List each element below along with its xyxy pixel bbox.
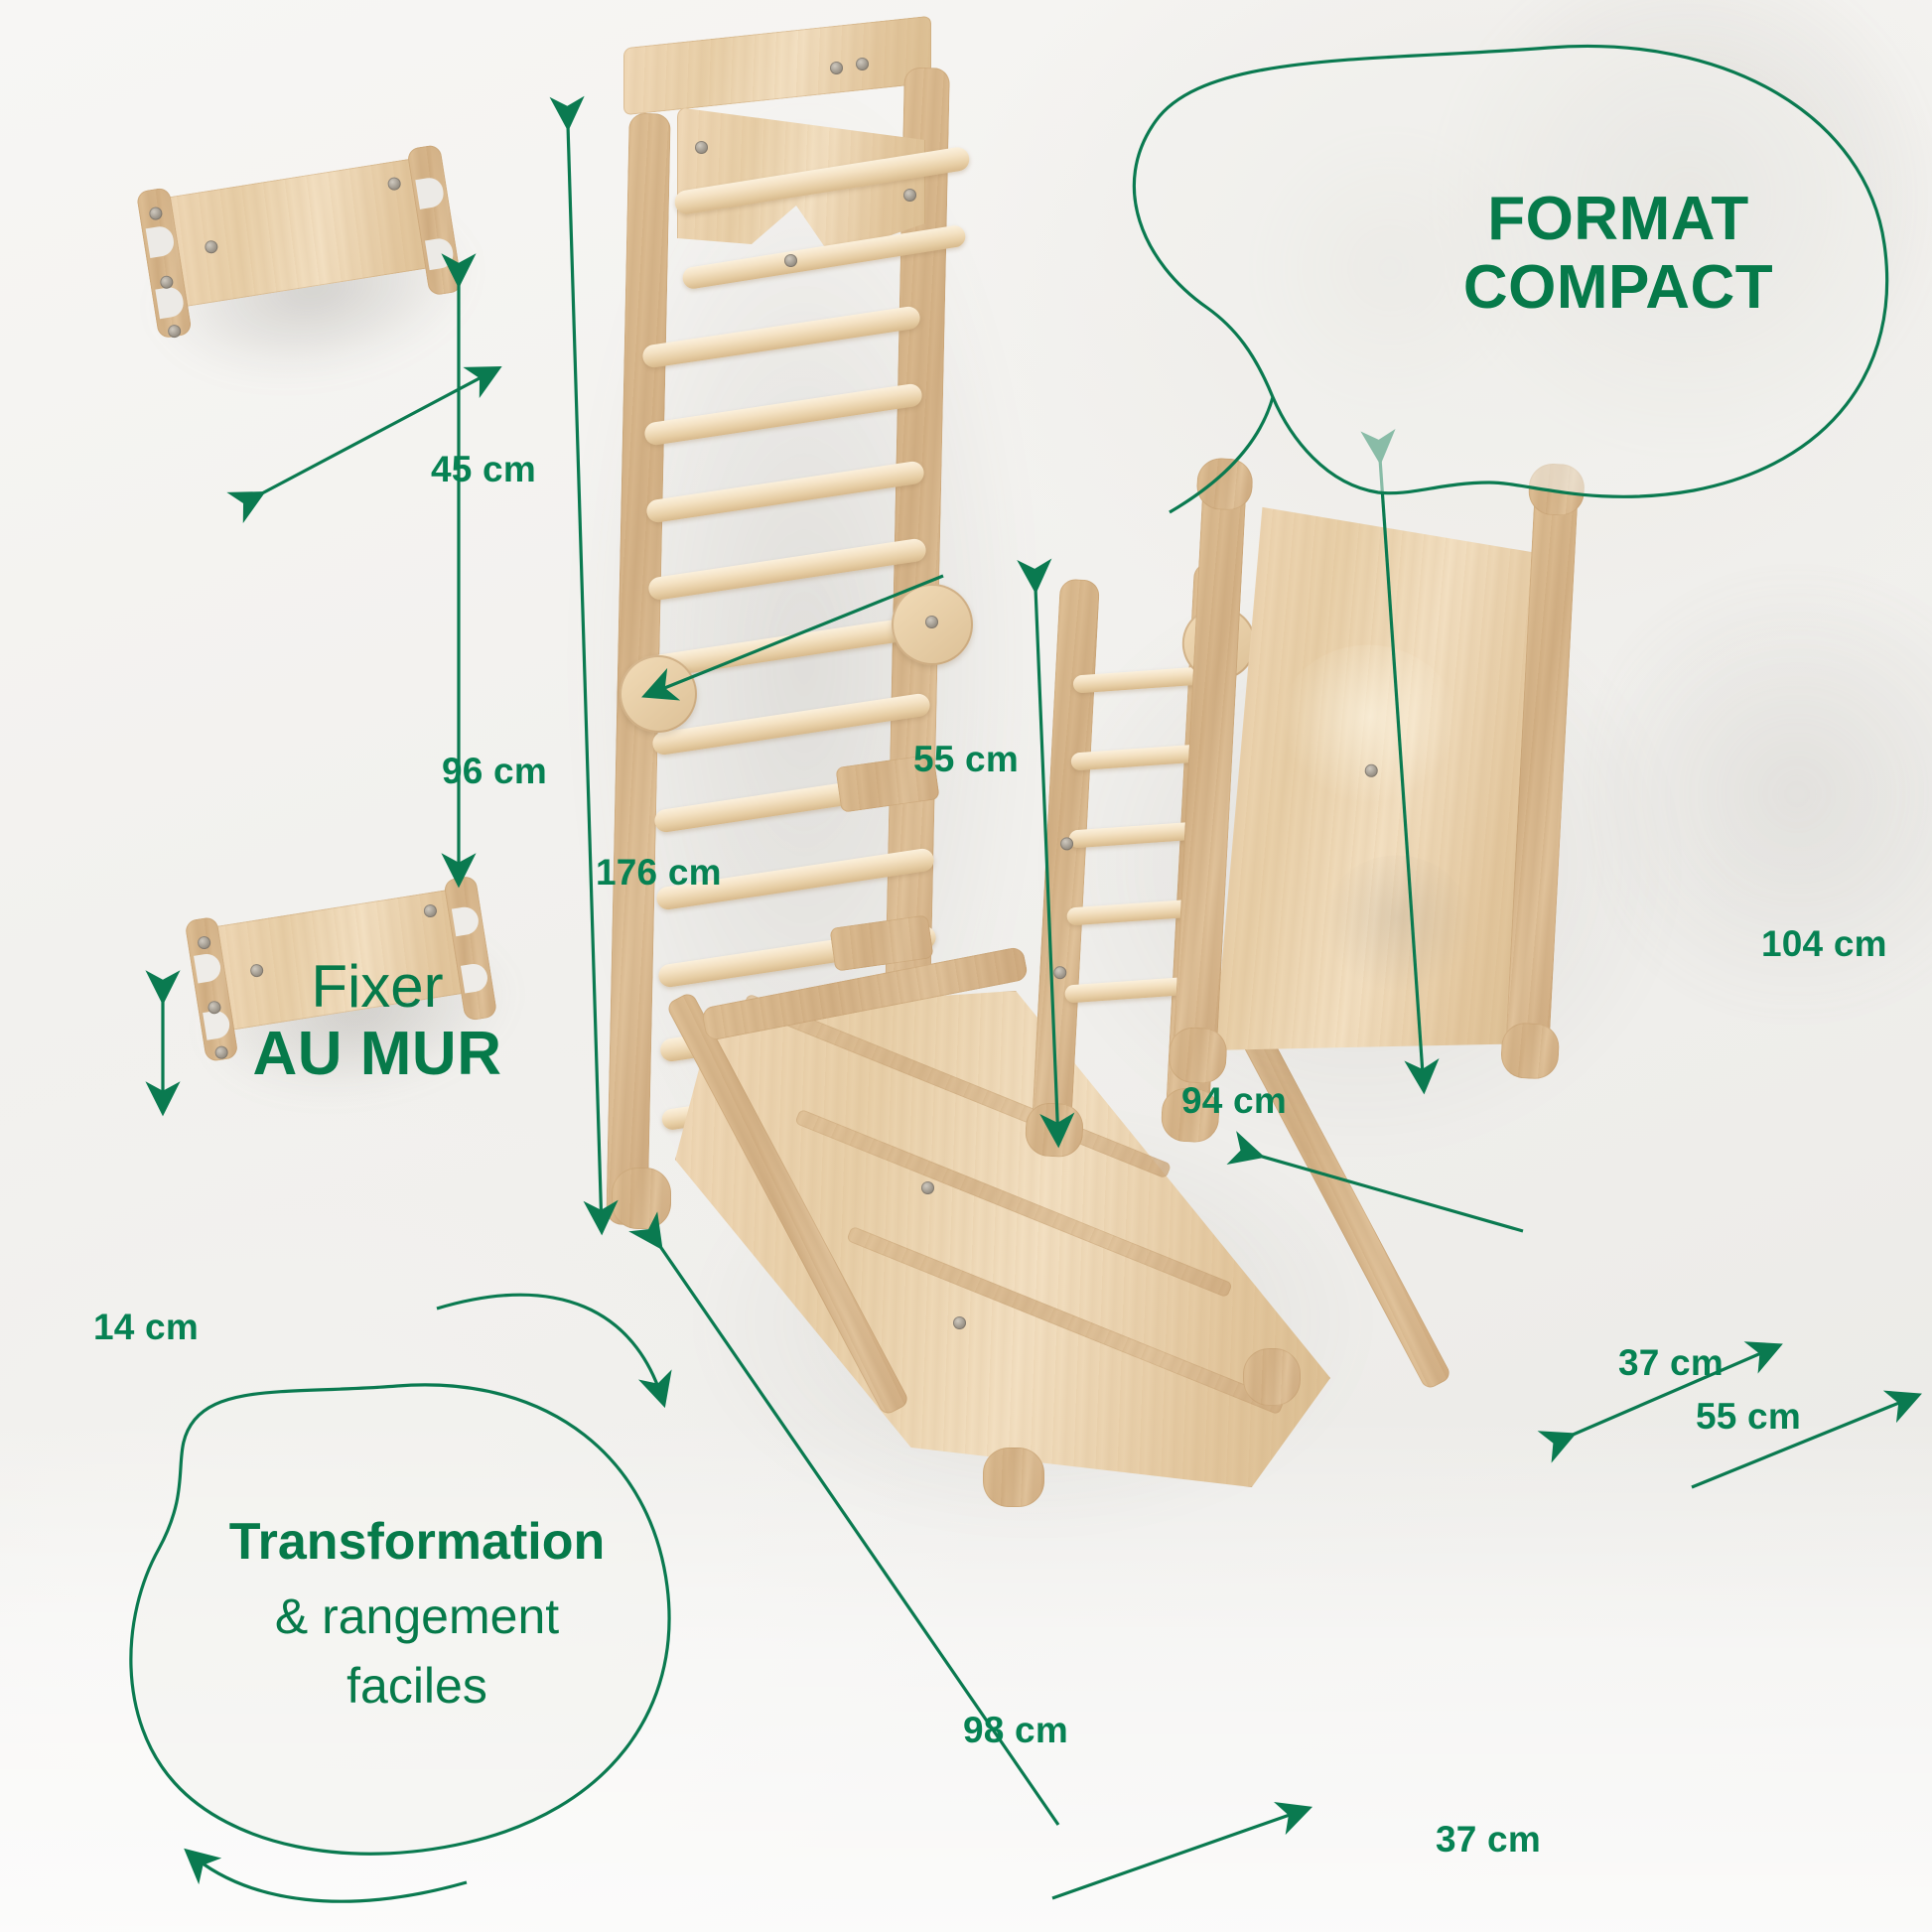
callout-fixer-line1: Fixer bbox=[311, 953, 444, 1020]
callout-transformation-line3: faciles bbox=[346, 1658, 487, 1715]
dim-label-14cm-text: 14 cm bbox=[93, 1307, 199, 1347]
callout-fixer-au-mur: Fixer AU MUR bbox=[159, 953, 596, 1089]
callout-format-compact: FORMAT COMPACT bbox=[1370, 185, 1866, 323]
dim-label-94cm: 94 cm bbox=[1181, 1080, 1287, 1122]
dim-label-176cm-text: 176 cm bbox=[596, 852, 722, 893]
callout-format-line2: COMPACT bbox=[1462, 253, 1774, 323]
dim-label-55cm-folded-text: 55 cm bbox=[1696, 1396, 1801, 1437]
callout-transformation: Transformation & rangement faciles bbox=[159, 1513, 675, 1714]
dim-label-37cm-ramp-text: 37 cm bbox=[1436, 1819, 1541, 1860]
dim-label-55cm-folded: 55 cm bbox=[1696, 1396, 1801, 1438]
callout-transformation-line2: & rangement bbox=[274, 1588, 560, 1645]
ramp-foot-right bbox=[1243, 1348, 1301, 1406]
dim-label-96cm: 96 cm bbox=[442, 751, 547, 792]
dim-label-45cm-text: 45 cm bbox=[431, 449, 536, 489]
dim-label-55cm-frame-text: 55 cm bbox=[913, 739, 1019, 779]
folded-unit bbox=[1023, 447, 1698, 1162]
dim-label-98cm-text: 98 cm bbox=[963, 1710, 1068, 1750]
dim-label-98cm: 98 cm bbox=[963, 1710, 1068, 1751]
callout-format-line1: FORMAT bbox=[1487, 185, 1749, 253]
callout-fixer-line2: AU MUR bbox=[252, 1020, 502, 1089]
dim-label-55cm-frame: 55 cm bbox=[913, 739, 1019, 780]
dim-label-37cm-depth-text: 37 cm bbox=[1618, 1342, 1724, 1383]
dim-label-176cm: 176 cm bbox=[596, 852, 722, 894]
dim-label-45cm: 45 cm bbox=[431, 449, 536, 490]
dim-label-104cm: 104 cm bbox=[1761, 923, 1887, 965]
dim-label-96cm-text: 96 cm bbox=[442, 751, 547, 791]
ramp-foot-left bbox=[983, 1448, 1044, 1507]
dim-label-14cm: 14 cm bbox=[93, 1307, 199, 1348]
folded-ramp-board bbox=[1166, 457, 1587, 1112]
callout-transformation-line1: Transformation bbox=[228, 1513, 606, 1571]
dim-label-37cm-ramp: 37 cm bbox=[1436, 1819, 1541, 1861]
curve-arrow-transformation bbox=[436, 1293, 672, 1409]
dim-label-37cm-depth: 37 cm bbox=[1618, 1342, 1724, 1384]
dim-label-94cm-text: 94 cm bbox=[1181, 1080, 1287, 1121]
ladder-shelf-bracket bbox=[657, 77, 972, 326]
dim-label-104cm-text: 104 cm bbox=[1761, 923, 1887, 964]
wall-bracket-top bbox=[125, 134, 489, 403]
